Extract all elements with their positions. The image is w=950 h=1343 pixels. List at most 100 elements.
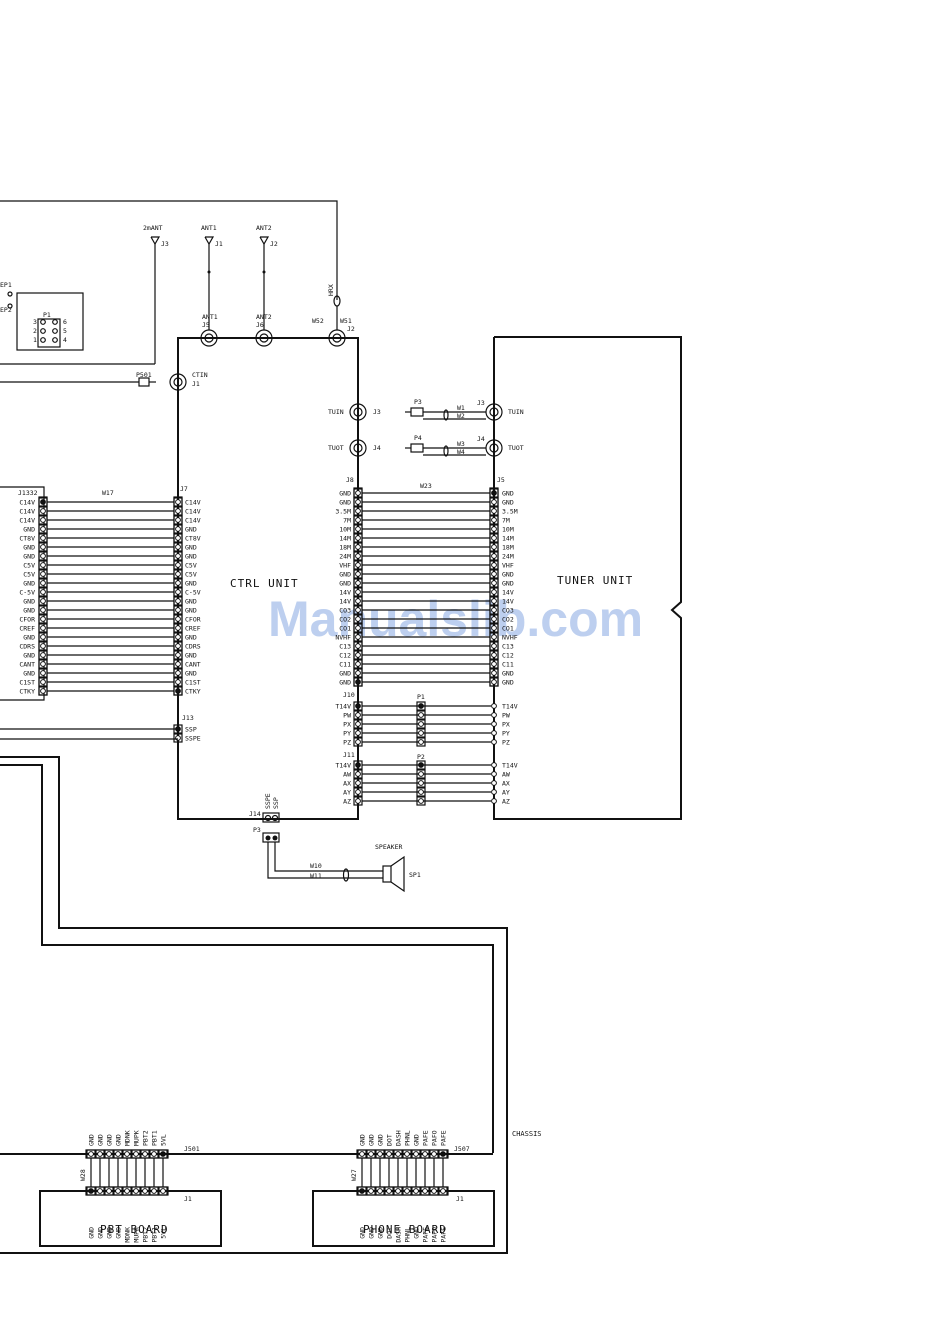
j11-tuner-pin-label: AZ: [502, 798, 510, 806]
ctrl-j8-pin-label: 7M: [343, 517, 351, 525]
phone-top-pin: [404, 1151, 410, 1157]
phone-top-pin-label: GND: [359, 1134, 367, 1146]
ctrl-j8-pin-label: 10M: [339, 526, 351, 534]
small-pin: [40, 319, 46, 325]
left-board-pin: [40, 643, 46, 649]
p501-plug: P501: [0, 371, 156, 387]
wire-w17-label: W17: [102, 489, 114, 497]
phone-bottom-pin: [413, 1188, 419, 1194]
tuner-j5-pin: [491, 598, 497, 604]
tuner-j5-pin-label: NVHF: [502, 634, 518, 642]
ctrl-j7-pin: [175, 616, 181, 622]
ctrl-j7-pin-label: CREF: [185, 625, 201, 633]
phone-top-pin: [440, 1151, 446, 1157]
j10-ctrl-pin: [355, 712, 361, 718]
j11-tuner-pin: [491, 798, 497, 804]
ctrl-j8-pin-label: GND: [339, 490, 351, 498]
ctrl-j7-pin: [175, 535, 181, 541]
ctrl-ant2-label: ANT2: [256, 313, 272, 321]
j10-tuner-pin: [491, 721, 497, 727]
pbt-bottom-pin: [160, 1188, 166, 1194]
left-board-pin-label: GND: [23, 544, 35, 552]
left-board-pin-label: C-5V: [19, 589, 35, 597]
pbt-top-pin: [106, 1151, 112, 1157]
left-board-pin: [40, 517, 46, 523]
ctrl-j8-pin-label: GND: [339, 571, 351, 579]
left-board-pin: [40, 553, 46, 559]
antenna-2-label: ANT2: [256, 224, 272, 232]
ctrl-j8-pin-label: C11: [339, 661, 351, 669]
j11-ctrl-pin: [355, 789, 361, 795]
left-board-pin: [40, 571, 46, 577]
pbt-top-pin: [142, 1151, 148, 1157]
small-pin: [52, 328, 58, 334]
tuner-j5-pin: [491, 616, 497, 622]
left-board-pin-label: GND: [23, 553, 35, 561]
small-pin-label: 5: [63, 327, 67, 335]
pbt-top-pin-label: 5VL: [160, 1134, 168, 1146]
j11-ctrl-pin: [355, 771, 361, 777]
left-board-pin-label: GND: [23, 607, 35, 615]
left-board-header: [38, 496, 48, 696]
ctrl-j1-label: J1: [192, 380, 200, 388]
pbt-top-pin: [124, 1151, 130, 1157]
j10-tuner-pin-label: PZ: [502, 739, 510, 747]
phone-bottom-pin: [359, 1188, 365, 1194]
ctrl-j7-header: [173, 496, 183, 696]
ctrl-j7-pin-label: GND: [185, 526, 197, 534]
tuner-j5-label: J5: [497, 476, 505, 484]
j10-ctrl-pin-box: [353, 710, 363, 720]
small-pin: [40, 328, 46, 334]
ctrl-tuot-label: TUOT: [328, 444, 344, 452]
speaker-sp1-label: SP1: [409, 871, 421, 879]
j10-plug-pin-box: [416, 701, 426, 711]
ctrl-j8-pin: [355, 589, 361, 595]
left-board-pin: [40, 535, 46, 541]
left-board-pin: [40, 634, 46, 640]
left-board-pin-label: GND: [23, 598, 35, 606]
ctrl-j8-pin: [355, 508, 361, 514]
pbt-bottom-pin-label: GND: [97, 1227, 105, 1239]
pbt-bottom-header: [85, 1186, 169, 1196]
ctrl-j3-label: J3: [373, 408, 381, 416]
ctrl-j7-pin: [175, 679, 181, 685]
pbt-top-pin: [115, 1151, 121, 1157]
ctrl-j4-label: J4: [373, 444, 381, 452]
tuner-j5-pin-label: 24M: [502, 553, 514, 561]
j11-tuner-pin-label: AY: [502, 789, 510, 797]
phone-top-pin: [368, 1151, 374, 1157]
j11-tuner-pin-label: AW: [502, 771, 510, 779]
left-board-pin: [40, 607, 46, 613]
tuner-j5-pin-label: 14V: [502, 598, 514, 606]
phone-board-title: PHONE BOARD: [363, 1223, 447, 1236]
ctrl-j2-label: J2: [347, 325, 355, 333]
ctrl-j7-pin-label: CFOR: [185, 616, 201, 624]
phone-top-pin-label: PAFO: [431, 1130, 439, 1146]
pbt-bottom-pin-label: GND: [88, 1227, 96, 1239]
left-board-pin-label: C5V: [23, 571, 35, 579]
tuner-unit-box: [493, 336, 682, 820]
ctrl-j7-pin: [175, 508, 181, 514]
left-board-pin: [40, 652, 46, 658]
ep2-label: EP2: [0, 306, 12, 314]
wire-w11-label: W11: [310, 872, 322, 880]
tuner-j5-pin: [491, 553, 497, 559]
phone-top-pin-label: PAFE: [422, 1130, 430, 1146]
phone-bottom-pin-label: GND: [359, 1227, 367, 1239]
wire-w27-label: W27: [350, 1169, 358, 1181]
ctrl-j7-pin: [175, 562, 181, 568]
ctrl-j8-pin: [355, 616, 361, 622]
j11-ctrl-pin-label: T14V: [335, 762, 351, 770]
plug-p2-label: P2: [417, 753, 425, 761]
ctrl-j13-pin-label: SSP: [185, 726, 197, 734]
j10-tuner-pin-label: PW: [502, 712, 510, 720]
antenna-2-jack: J2: [270, 240, 278, 248]
antenna-2m: 2mANT J3: [143, 224, 169, 248]
j11-plug-pin-box: [416, 796, 426, 806]
tuner-j4-label: J4: [477, 435, 485, 443]
ctrl-j8-pin-label: CO2: [339, 616, 351, 624]
ctrl-j8-pin: [355, 643, 361, 649]
left-board-label: J1332: [18, 489, 38, 497]
left-board-pin: [40, 688, 46, 694]
